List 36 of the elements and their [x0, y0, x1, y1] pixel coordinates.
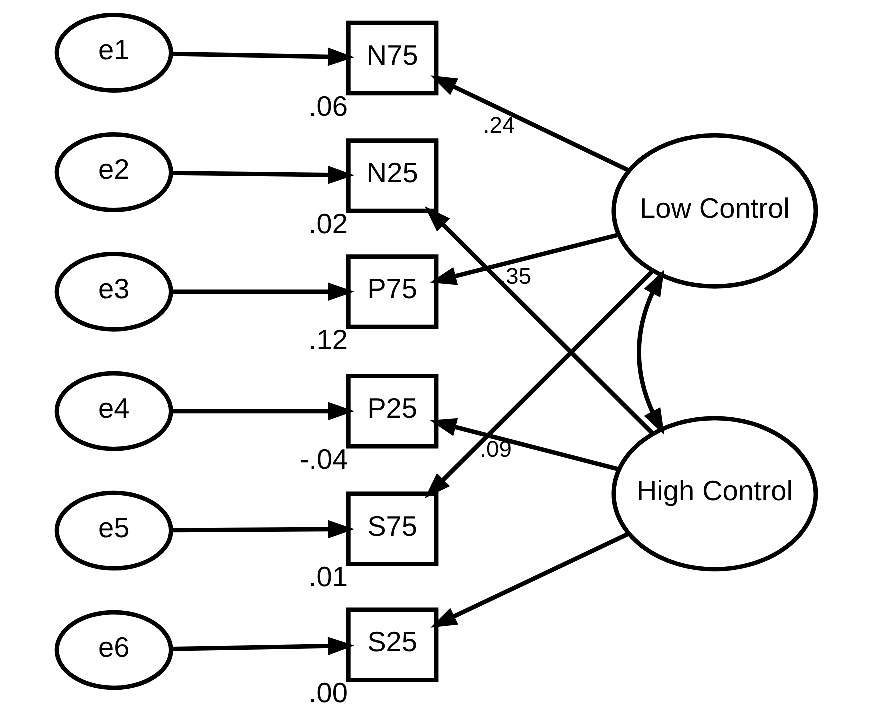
node-ellipse: e5 [54, 490, 174, 571]
edge-label: .09 [480, 436, 512, 462]
node-label: .12 [308, 324, 348, 356]
node-ellipse: e2 [54, 132, 174, 212]
arrow [171, 48, 355, 66]
node-box: S25 [346, 608, 439, 682]
arrow [172, 520, 355, 539]
node-ellipse: e6 [54, 610, 174, 690]
node-ellipse: e1 [54, 13, 174, 93]
node-ellipse: e3 [54, 252, 174, 332]
arrow [171, 636, 355, 656]
node-box: P75 [346, 254, 439, 330]
node-label: .01 [308, 562, 348, 593]
node-label: -.04 [300, 444, 348, 475]
arrow [430, 532, 630, 628]
node-label: .02 [308, 208, 348, 240]
arrow [430, 418, 620, 472]
arrow [172, 282, 355, 302]
node-ellipse: High Control [612, 416, 818, 572]
arrow [172, 402, 355, 421]
node-box: N25 [346, 138, 439, 214]
node-ellipse: e4 [54, 371, 174, 452]
node-ellipse: Low Control [612, 133, 818, 289]
node-label: .00 [308, 678, 348, 709]
node-label: .06 [308, 90, 348, 122]
arrow [637, 270, 665, 436]
arrow [424, 206, 654, 436]
arrow [172, 166, 355, 184]
arrow [430, 76, 630, 173]
node-box: N75 [346, 20, 439, 96]
node-box: P25 [346, 374, 439, 449]
arrow [424, 270, 654, 499]
edge-label: .35 [500, 263, 532, 290]
arrow [430, 232, 620, 286]
node-box: S75 [346, 492, 439, 566]
edge-label: .24 [483, 112, 516, 138]
